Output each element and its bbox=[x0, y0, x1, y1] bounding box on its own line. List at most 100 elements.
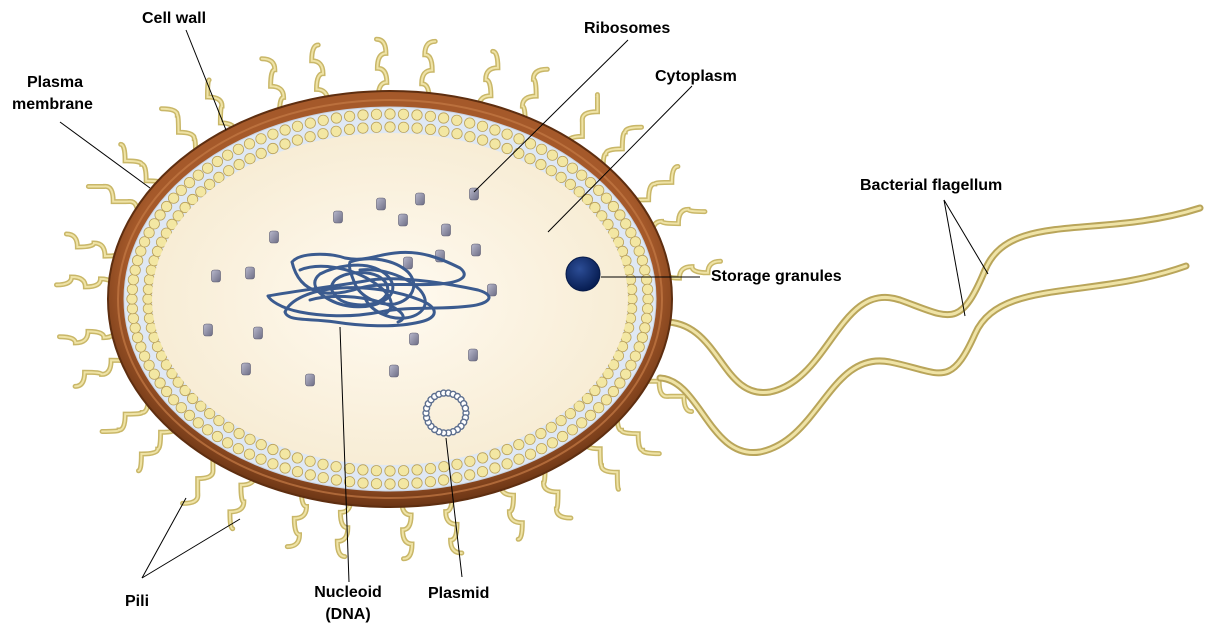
membrane-bead bbox=[193, 170, 203, 180]
membrane-bead bbox=[136, 246, 146, 256]
membrane-bead bbox=[502, 143, 512, 153]
membrane-bead bbox=[292, 135, 302, 145]
membrane-bead bbox=[438, 113, 448, 123]
membrane-bead bbox=[634, 342, 644, 352]
membrane-bead bbox=[143, 284, 153, 294]
membrane-bead bbox=[465, 470, 475, 480]
membrane-bead bbox=[637, 255, 647, 265]
membrane-bead bbox=[305, 470, 315, 480]
membrane-bead bbox=[438, 475, 448, 485]
membrane-bead bbox=[425, 124, 435, 134]
membrane-bead bbox=[398, 479, 408, 489]
membrane-bead bbox=[490, 449, 500, 459]
membrane-bead bbox=[305, 118, 315, 128]
membrane-bead bbox=[412, 465, 422, 475]
membrane-bead bbox=[256, 148, 266, 158]
membrane-bead bbox=[640, 323, 650, 333]
flagellum-highlight bbox=[660, 208, 1200, 393]
membrane-bead bbox=[546, 422, 556, 432]
membrane-bead bbox=[161, 386, 171, 396]
membrane-bead bbox=[130, 323, 140, 333]
membrane-bead bbox=[331, 475, 341, 485]
membrane-bead bbox=[214, 172, 224, 182]
ribosome-icon bbox=[390, 365, 399, 377]
flagella-group bbox=[660, 208, 1200, 453]
membrane-bead bbox=[358, 478, 368, 488]
ribosome-icon bbox=[242, 363, 251, 375]
membrane-bead bbox=[143, 294, 153, 304]
membrane-bead bbox=[268, 444, 278, 454]
membrane-bead bbox=[490, 463, 500, 473]
membrane-bead bbox=[465, 118, 475, 128]
leader-cell-wall bbox=[186, 30, 226, 130]
membrane-bead bbox=[439, 126, 449, 136]
membrane-bead bbox=[490, 125, 500, 135]
membrane-bead bbox=[452, 129, 462, 139]
membrane-bead bbox=[245, 154, 255, 164]
membrane-bead bbox=[477, 135, 487, 145]
membrane-bead bbox=[477, 453, 487, 463]
membrane-bead bbox=[224, 166, 234, 176]
membrane-bead bbox=[514, 134, 524, 144]
membrane-bead bbox=[585, 410, 595, 420]
storage-granule-icon bbox=[566, 257, 600, 291]
membrane-bead bbox=[139, 351, 149, 361]
membrane-bead bbox=[514, 439, 524, 449]
membrane-bead bbox=[502, 459, 512, 469]
label-storage-granules: Storage granules bbox=[711, 267, 842, 286]
pilus-highlight bbox=[139, 428, 178, 471]
membrane-bead bbox=[222, 150, 232, 160]
membrane-bead bbox=[244, 449, 254, 459]
membrane-bead bbox=[626, 284, 636, 294]
ribosome-icon bbox=[306, 374, 315, 386]
membrane-bead bbox=[292, 453, 302, 463]
membrane-bead bbox=[371, 479, 381, 489]
ribosome-icon bbox=[204, 324, 213, 336]
ribosome-icon bbox=[416, 193, 425, 205]
membrane-bead bbox=[547, 150, 557, 160]
membrane-bead bbox=[318, 459, 328, 469]
membrane-bead bbox=[514, 454, 524, 464]
membrane-bead bbox=[615, 378, 625, 388]
membrane-bead bbox=[268, 129, 278, 139]
membrane-bead bbox=[292, 467, 302, 477]
membrane-bead bbox=[465, 456, 475, 466]
membrane-bead bbox=[331, 462, 341, 472]
membrane-bead bbox=[385, 479, 395, 489]
membrane-bead bbox=[385, 122, 395, 132]
label-cytoplasm: Cytoplasm bbox=[655, 67, 737, 86]
membrane-bead bbox=[536, 159, 546, 169]
membrane-bead bbox=[412, 110, 422, 120]
membrane-bead bbox=[344, 111, 354, 121]
label-plasma-membrane-line2: membrane bbox=[12, 95, 93, 114]
plasmid-bead bbox=[462, 405, 468, 411]
flagellum-highlight bbox=[660, 266, 1186, 453]
membrane-bead bbox=[452, 459, 462, 469]
ribosome-icon bbox=[410, 333, 419, 345]
membrane-bead bbox=[143, 303, 153, 313]
membrane-bead bbox=[567, 163, 577, 173]
membrane-bead bbox=[630, 237, 640, 247]
membrane-bead bbox=[640, 265, 650, 275]
membrane-bead bbox=[425, 477, 435, 487]
membrane-bead bbox=[627, 294, 637, 304]
membrane-bead bbox=[331, 126, 341, 136]
membrane-bead bbox=[536, 144, 546, 154]
membrane-bead bbox=[626, 303, 636, 313]
membrane-bead bbox=[465, 132, 475, 142]
membrane-bead bbox=[128, 275, 138, 285]
membrane-bead bbox=[318, 473, 328, 483]
membrane-bead bbox=[385, 466, 395, 476]
membrane-bead bbox=[202, 163, 212, 173]
membrane-bead bbox=[305, 456, 315, 466]
ribosome-icon bbox=[442, 224, 451, 236]
membrane-bead bbox=[477, 121, 487, 131]
membrane-bead bbox=[514, 148, 524, 158]
membrane-bead bbox=[358, 465, 368, 475]
pilus-highlight bbox=[66, 234, 121, 256]
membrane-bead bbox=[234, 428, 244, 438]
membrane-bead bbox=[212, 431, 222, 441]
ribosome-icon bbox=[399, 214, 408, 226]
